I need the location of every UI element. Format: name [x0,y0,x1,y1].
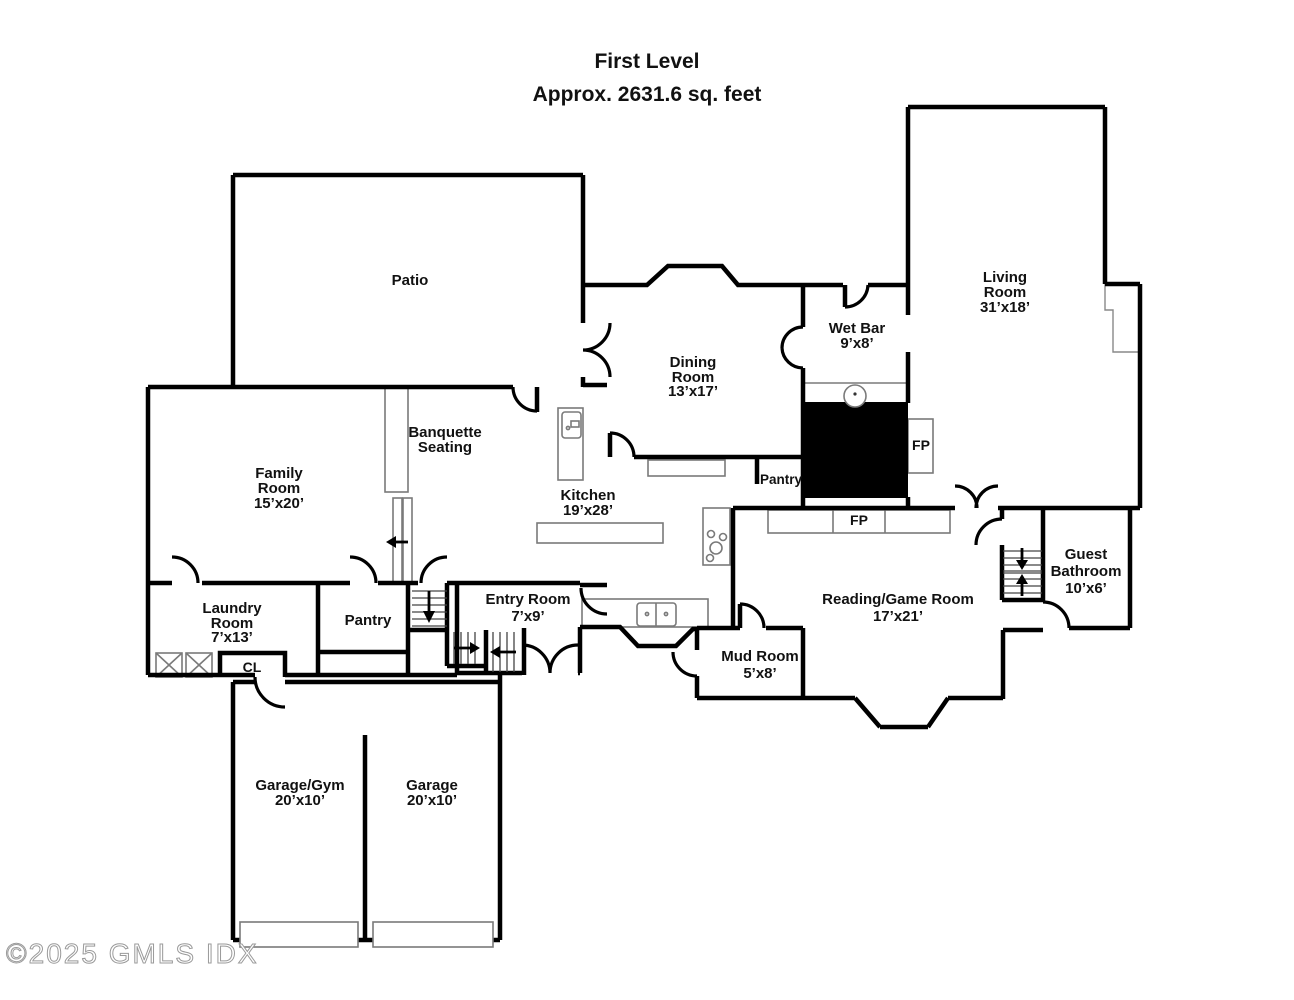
fireplace-label-living: FP [912,437,930,453]
svg-text:Room: Room [258,480,301,497]
watermark: ©2025 GMLS IDX [6,938,259,969]
cooktop-counter [702,507,731,566]
svg-text:Room: Room [211,615,254,632]
room-dims-wet-bar: 9’x8’ [840,335,873,352]
room-dims-mud: 5’x8’ [743,665,776,682]
room-dims-family: 15’x20’ [254,495,304,512]
stair-arrows [386,536,1028,658]
banquette-bench [384,387,409,493]
room-label-kitchen: Kitchen [560,487,615,504]
room-label-dining: Dining [670,354,717,371]
room-label-guest-bath: Guest [1065,546,1108,563]
room-dims-dining: 13’x17’ [668,383,718,400]
plan-title: First Level [594,50,699,73]
room-label-pantry-hall: Pantry [345,612,392,629]
kitchen-counter-left [557,407,584,481]
room-label-mud: Mud Room [721,648,798,665]
room-dims-garage: 20’x10’ [407,792,457,809]
room-dims-entry: 7’x9’ [511,608,544,625]
room-label-family: Family [255,465,303,482]
room-label-reading: Reading/Game Room [822,591,974,608]
doors [171,284,1071,709]
fixtures [155,284,1140,678]
garage-door-left [239,921,359,948]
room-dims-guest-bath: 10’x6’ [1065,580,1107,597]
kitchen-island [536,522,664,544]
room-label-garage-gym: Garage/Gym [255,777,344,794]
room-dims-living: 31’x18’ [980,299,1030,316]
chimney-mass [804,402,908,498]
label-closet: CL [243,659,262,675]
dining-buffet [647,459,726,477]
svg-text:Seating: Seating [418,439,472,456]
garage-door-right [372,921,494,948]
plan-area: Approx. 2631.6 sq. feet [533,83,762,106]
room-label-entry: Entry Room [485,591,570,608]
room-dims-garage-gym: 20’x10’ [275,792,325,809]
svg-text:Bathroom: Bathroom [1051,563,1122,580]
room-dims-laundry: 7’x13’ [211,629,253,646]
svg-text:Room: Room [672,369,715,386]
labels: First Level Approx. 2631.6 sq. feet Pati… [6,50,1122,970]
label-banquette: Banquette [408,424,481,441]
room-label-wet-bar: Wet Bar [829,320,886,337]
living-room-notch [1104,284,1140,353]
room-label-living: Living [983,269,1027,286]
room-label-patio: Patio [392,272,429,289]
wet-bar-sink [843,384,867,408]
room-dims-reading: 17’x21’ [873,608,923,625]
room-dims-kitchen: 19’x28’ [563,502,613,519]
walls [145,104,1143,943]
room-label-garage: Garage [406,777,458,794]
svg-text:Room: Room [984,284,1027,301]
label-pantry-closet: Pantry [760,472,803,487]
fireplace-label-reading: FP [850,512,868,528]
room-label-laundry: Laundry [202,600,262,617]
garage-doors [239,921,494,948]
kitchen-counter-bottom [581,598,709,628]
